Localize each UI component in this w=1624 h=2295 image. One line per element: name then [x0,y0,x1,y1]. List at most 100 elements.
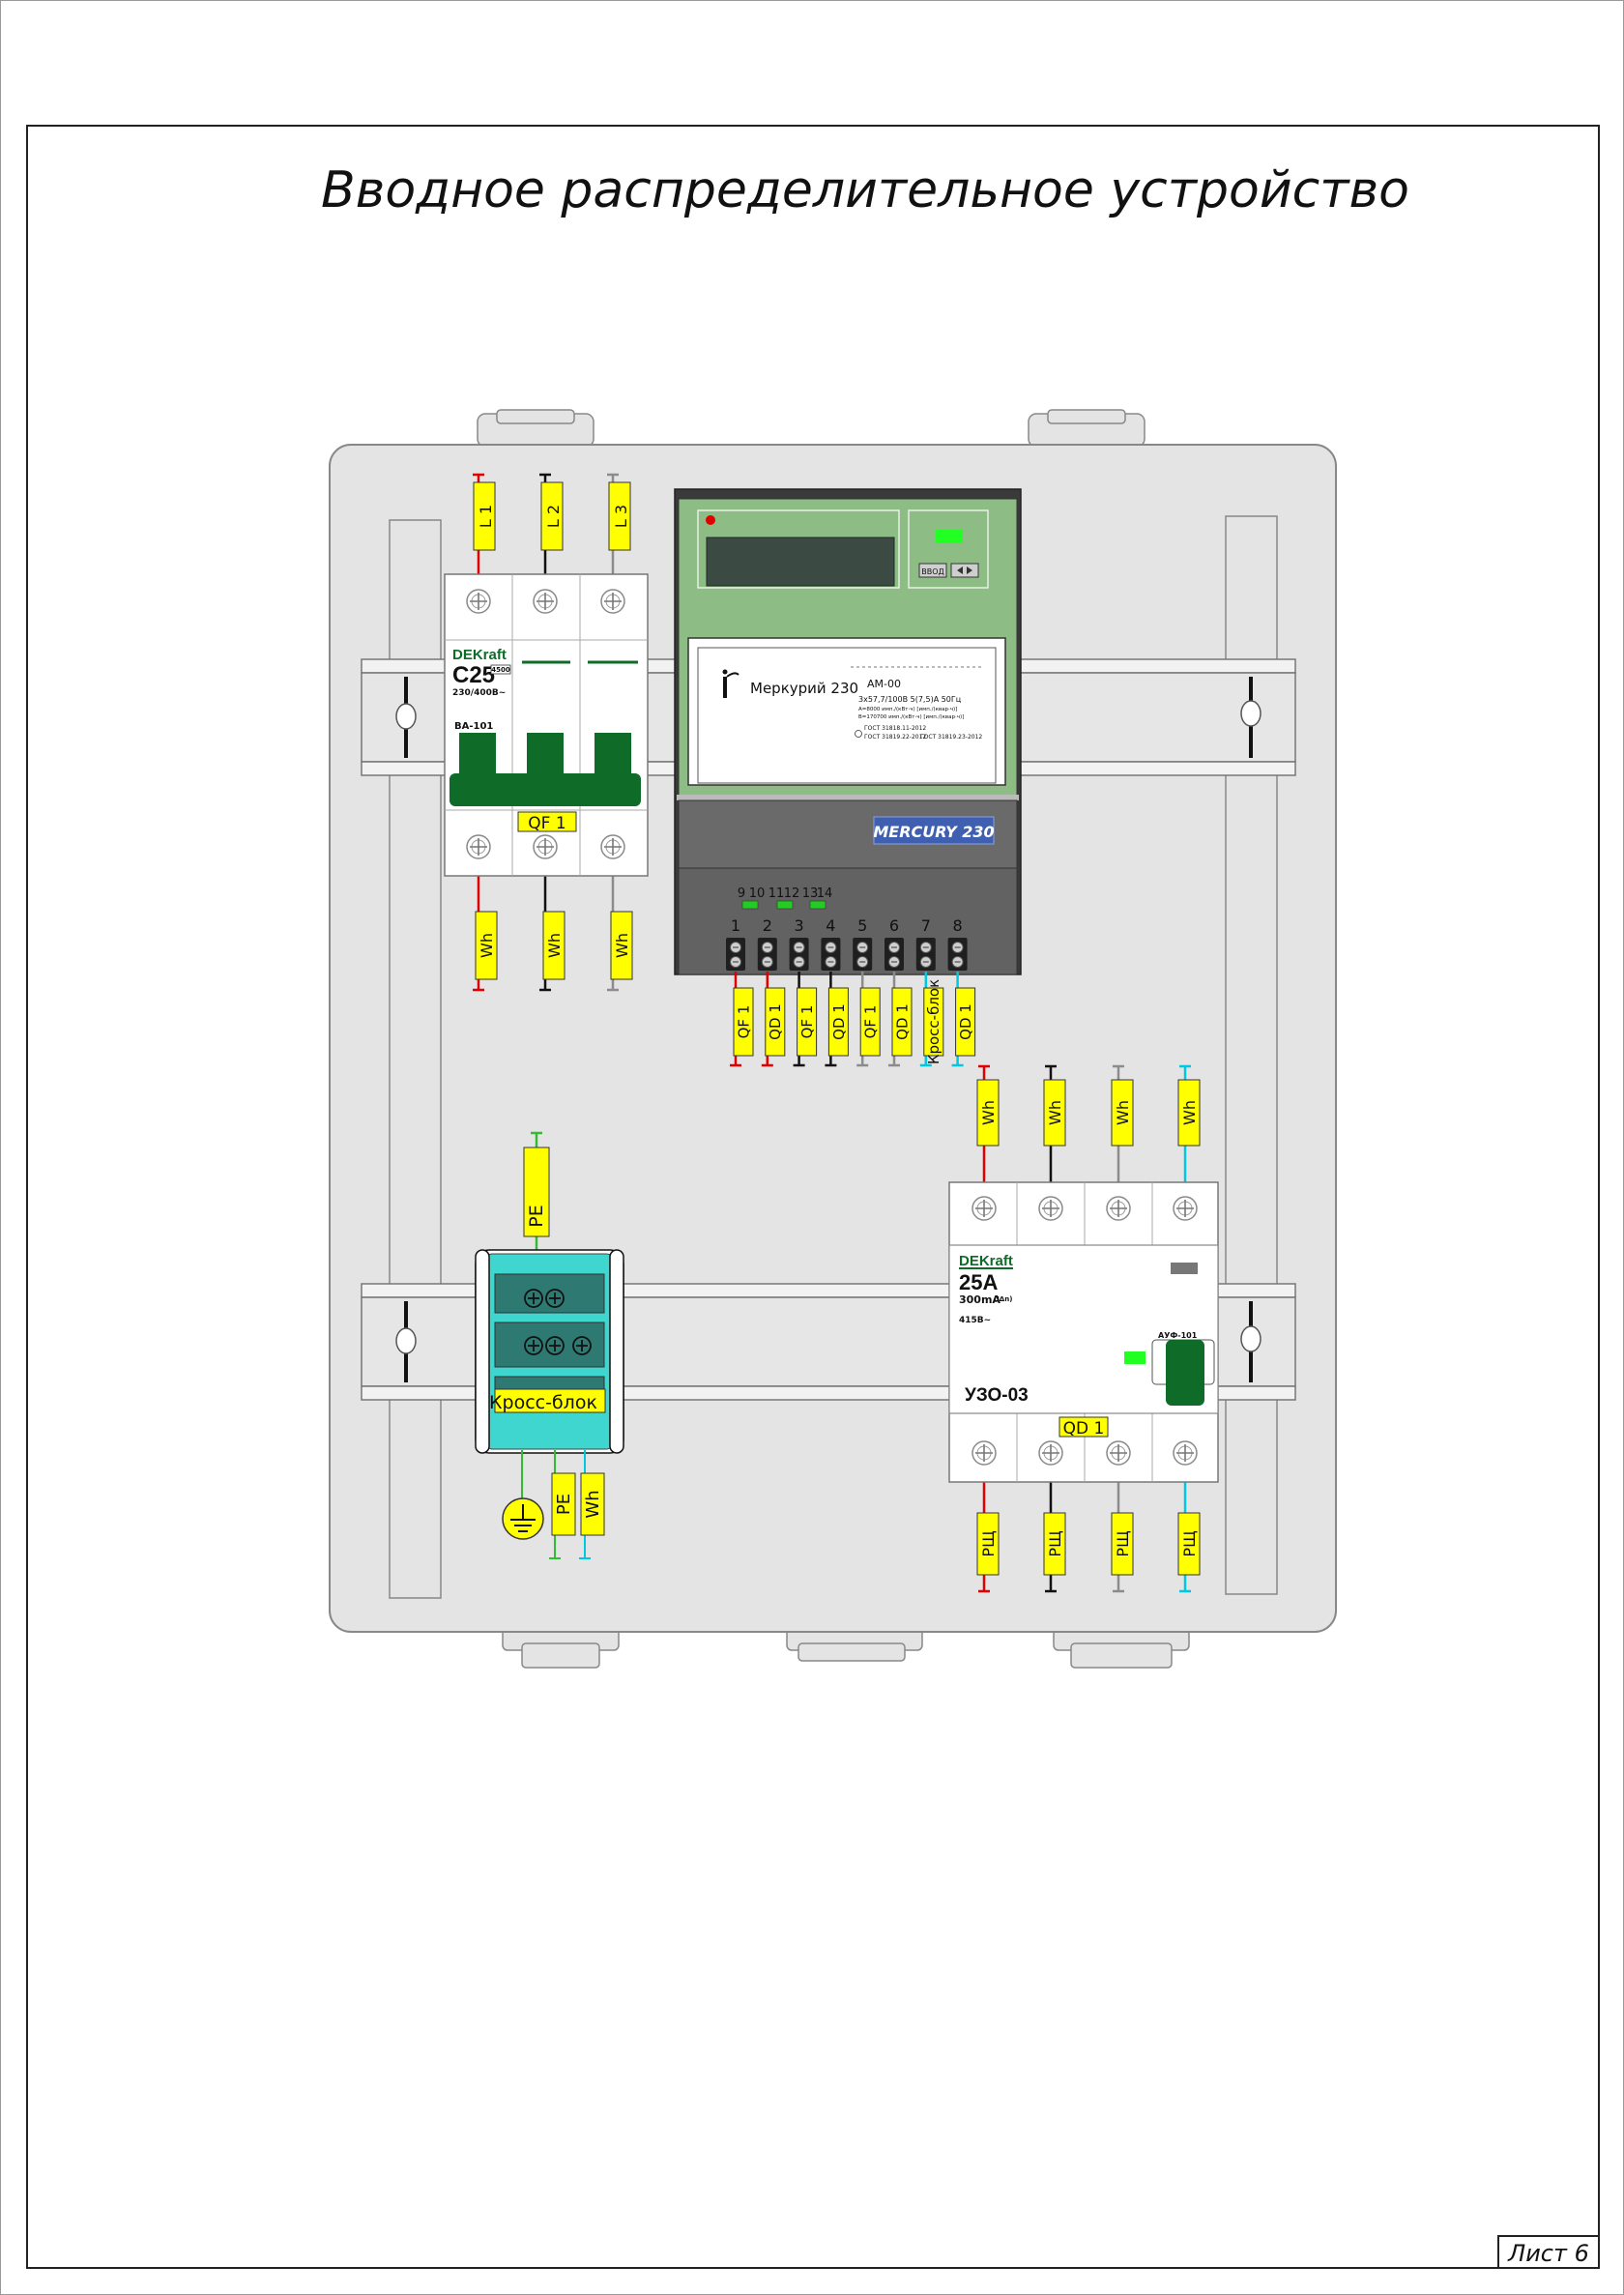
aux-terminal [741,900,759,910]
screw-icon [972,1440,997,1466]
terminal-number: 5 [857,916,867,935]
tag-box [1043,1079,1066,1147]
aux-terminal-number: 12 [784,886,800,901]
screw-icon [600,589,625,614]
page-title: Вводное распределительное устройство [321,161,1409,219]
tag-box [765,987,786,1057]
screw-icon [572,1336,592,1355]
tag-wh: Wh [979,1100,998,1125]
tag-box [733,987,754,1057]
terminal-number: 2 [763,916,772,935]
tag-rsh: РЩ [1114,1530,1132,1556]
terminal-tag: QD 1 [767,1003,784,1040]
screw-icon [466,834,491,859]
meter-brand: Меркурий 230 [750,680,858,697]
terminal-tag: QD 1 [893,1003,911,1040]
enter-button[interactable] [918,563,947,578]
rcd-rating: 25А [959,1270,998,1294]
screw-icon [545,1336,565,1355]
tag-box [955,987,976,1057]
aux-terminal-number: 13 [802,886,819,901]
terminal-screw-icon [852,937,873,972]
tag-box [976,1079,1000,1147]
tag-wh: Wh [478,933,496,958]
meter-standard: ГОСТ 31819.23-2012 [920,734,982,741]
terminal-tag: QD 1 [957,1003,974,1040]
terminal-screw-icon [947,937,969,972]
meter-spec: В=170700 имп./(кВт·ч) [имп./(квар·ч)] [858,714,964,720]
meter-nameplate [873,816,995,845]
screw-icon [533,589,558,614]
tag-box [827,987,849,1057]
tag-l3: L 3 [612,505,630,528]
breaker-toggle-bar[interactable] [450,773,641,806]
tag-box [1111,1079,1134,1147]
sheet-number: Лист 6 [1507,2240,1589,2267]
scroll-button[interactable] [950,563,979,578]
screw-icon [1038,1196,1063,1221]
tag-wh: Wh [1180,1100,1199,1125]
breaker-voltage: 230/400В~ [452,688,506,698]
tag-wh: Wh [583,1490,603,1518]
tag-box [976,1512,1000,1576]
tag-wh: Wh [613,933,631,958]
meter-standard: ГОСТ 31819.22-2012 [864,734,926,741]
cross-block[interactable]: PE Кросс-блок PE Wh [475,1131,624,1559]
breaker-designation: QF 1 [528,814,566,833]
tag-box [1177,1079,1201,1147]
breaker-model: ВА-101 [454,721,493,732]
rcd-test-button[interactable] [1171,1263,1198,1274]
terminal-screw-icon [789,937,810,972]
rcd-sensitivity: 300mA [959,1293,1000,1306]
terminal-screw-icon [884,937,905,972]
tag-box [1043,1512,1066,1576]
screw-icon [524,1289,543,1308]
meter-standard: ГОСТ 31818.11-2012 [864,725,926,732]
meter-model: АМ-00 [867,678,901,690]
tag-box [923,987,944,1057]
terminal-number: 4 [826,916,835,935]
aux-terminal-number: 11 [768,886,785,901]
electricity-meter: ВВОД Меркурий 230 АМ-00 3х57,7/100В 5(7,… [674,488,1022,975]
terminal-screw-icon [757,937,778,972]
terminal-tag: QF 1 [735,1005,752,1039]
breaker-capacity: 4500 [491,666,510,674]
screw-icon [1106,1440,1131,1466]
tag-box [891,987,913,1057]
circuit-breaker-qf1[interactable]: DEKraft C25 4500 230/400В~ ВА-101 QF 1 L… [444,473,649,992]
aux-terminal-number: 10 [749,886,766,901]
terminal-tag: QF 1 [862,1005,880,1039]
certification-mark-icon [855,730,862,738]
terminal-tag: QD 1 [830,1003,848,1040]
sheet-number-box [1497,2235,1600,2269]
screw-icon [1173,1196,1198,1221]
terminal-number: 8 [953,916,963,935]
tag-pe: PE [526,1205,547,1227]
tag-box [797,987,818,1057]
screw-icon [600,834,625,859]
screw-icon [1173,1440,1198,1466]
tag-pe: PE [554,1494,574,1515]
terminal-tag: QF 1 [798,1005,816,1039]
indicator-led-icon [706,515,715,525]
tag-box [1177,1512,1201,1576]
scroll-arrows-icon [957,566,972,574]
terminal-number: 7 [921,916,931,935]
meter-spec: А=8000 имп./(кВт·ч) [имп./(квар·ч)] [858,707,957,712]
rcd-qd1[interactable]: DEKraft 25А 300mA (IΔn) 415В~ АУФ-101 УЗ… [948,1064,1219,1593]
terminal-number: 6 [889,916,899,935]
terminal-tag: Кросс-блок [925,979,942,1064]
rcd-model: АУФ-101 [1158,1331,1198,1340]
meter-nameplate-text: MERCURY 230 [873,823,994,841]
meter-spec: 3х57,7/100В 5(7,5)А 50Гц [858,695,962,704]
tag-wh: Wh [545,933,564,958]
tag-wh: Wh [1114,1100,1132,1125]
terminal-screw-icon [725,937,746,972]
rcd-toggle-handle[interactable] [1166,1340,1204,1406]
aux-terminal [809,900,826,910]
terminal-screw-icon [820,937,841,972]
terminal-screw-icon [915,937,937,972]
status-led-icon [936,530,963,543]
aux-terminal-number: 14 [817,886,833,901]
